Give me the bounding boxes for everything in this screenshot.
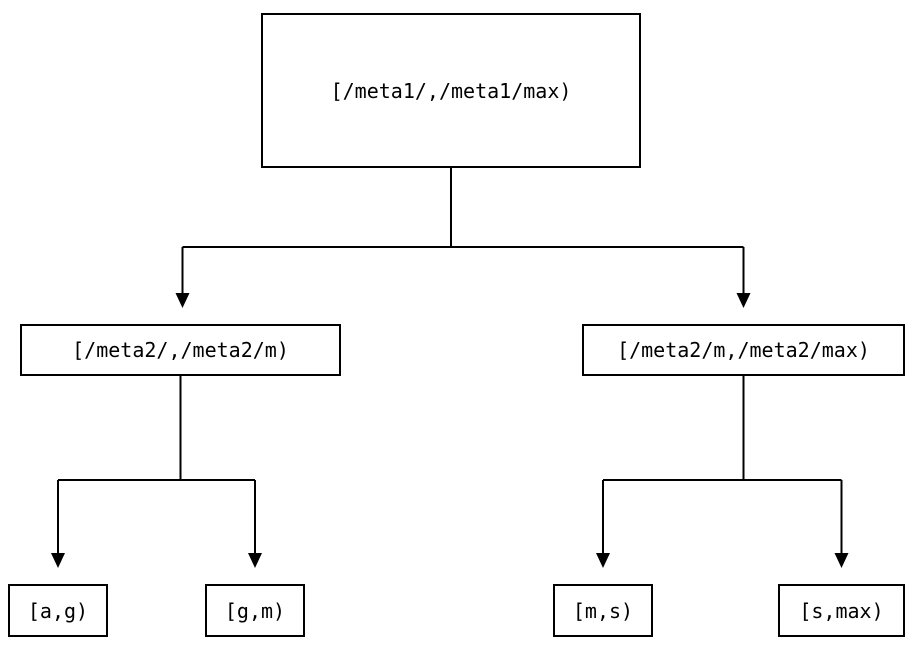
edge-left-to-leaves [51,376,262,568]
arrowhead-down-icon [248,553,262,568]
arrowhead-down-icon [175,293,190,308]
node-label: [m,s) [572,598,634,623]
arrowhead-down-icon [51,553,65,568]
node-label: [/meta2/,/meta2/m) [72,338,289,362]
arrowhead-down-icon [834,553,849,568]
node-label: [g,m) [224,598,286,623]
node-leaf-s-max: [s,max) [778,584,905,637]
node-leaf-a-g: [a,g) [8,584,108,637]
node-label: [/meta2/m,/meta2/max) [617,338,870,362]
node-meta2-low-range: [/meta2/,/meta2/m) [20,324,341,376]
arrowhead-down-icon [596,553,610,568]
node-label: [s,max) [799,598,884,623]
node-leaf-g-m: [g,m) [205,584,305,637]
node-label: [/meta1/,/meta1/max) [330,78,572,103]
edge-root-to-level1 [175,168,751,308]
edge-right-to-leaves [596,376,849,568]
node-leaf-m-s: [m,s) [553,584,653,637]
arrowhead-down-icon [736,293,751,308]
node-meta2-high-range: [/meta2/m,/meta2/max) [582,324,905,376]
node-root-meta1-range: [/meta1/,/meta1/max) [261,13,641,168]
node-label: [a,g) [27,598,89,623]
